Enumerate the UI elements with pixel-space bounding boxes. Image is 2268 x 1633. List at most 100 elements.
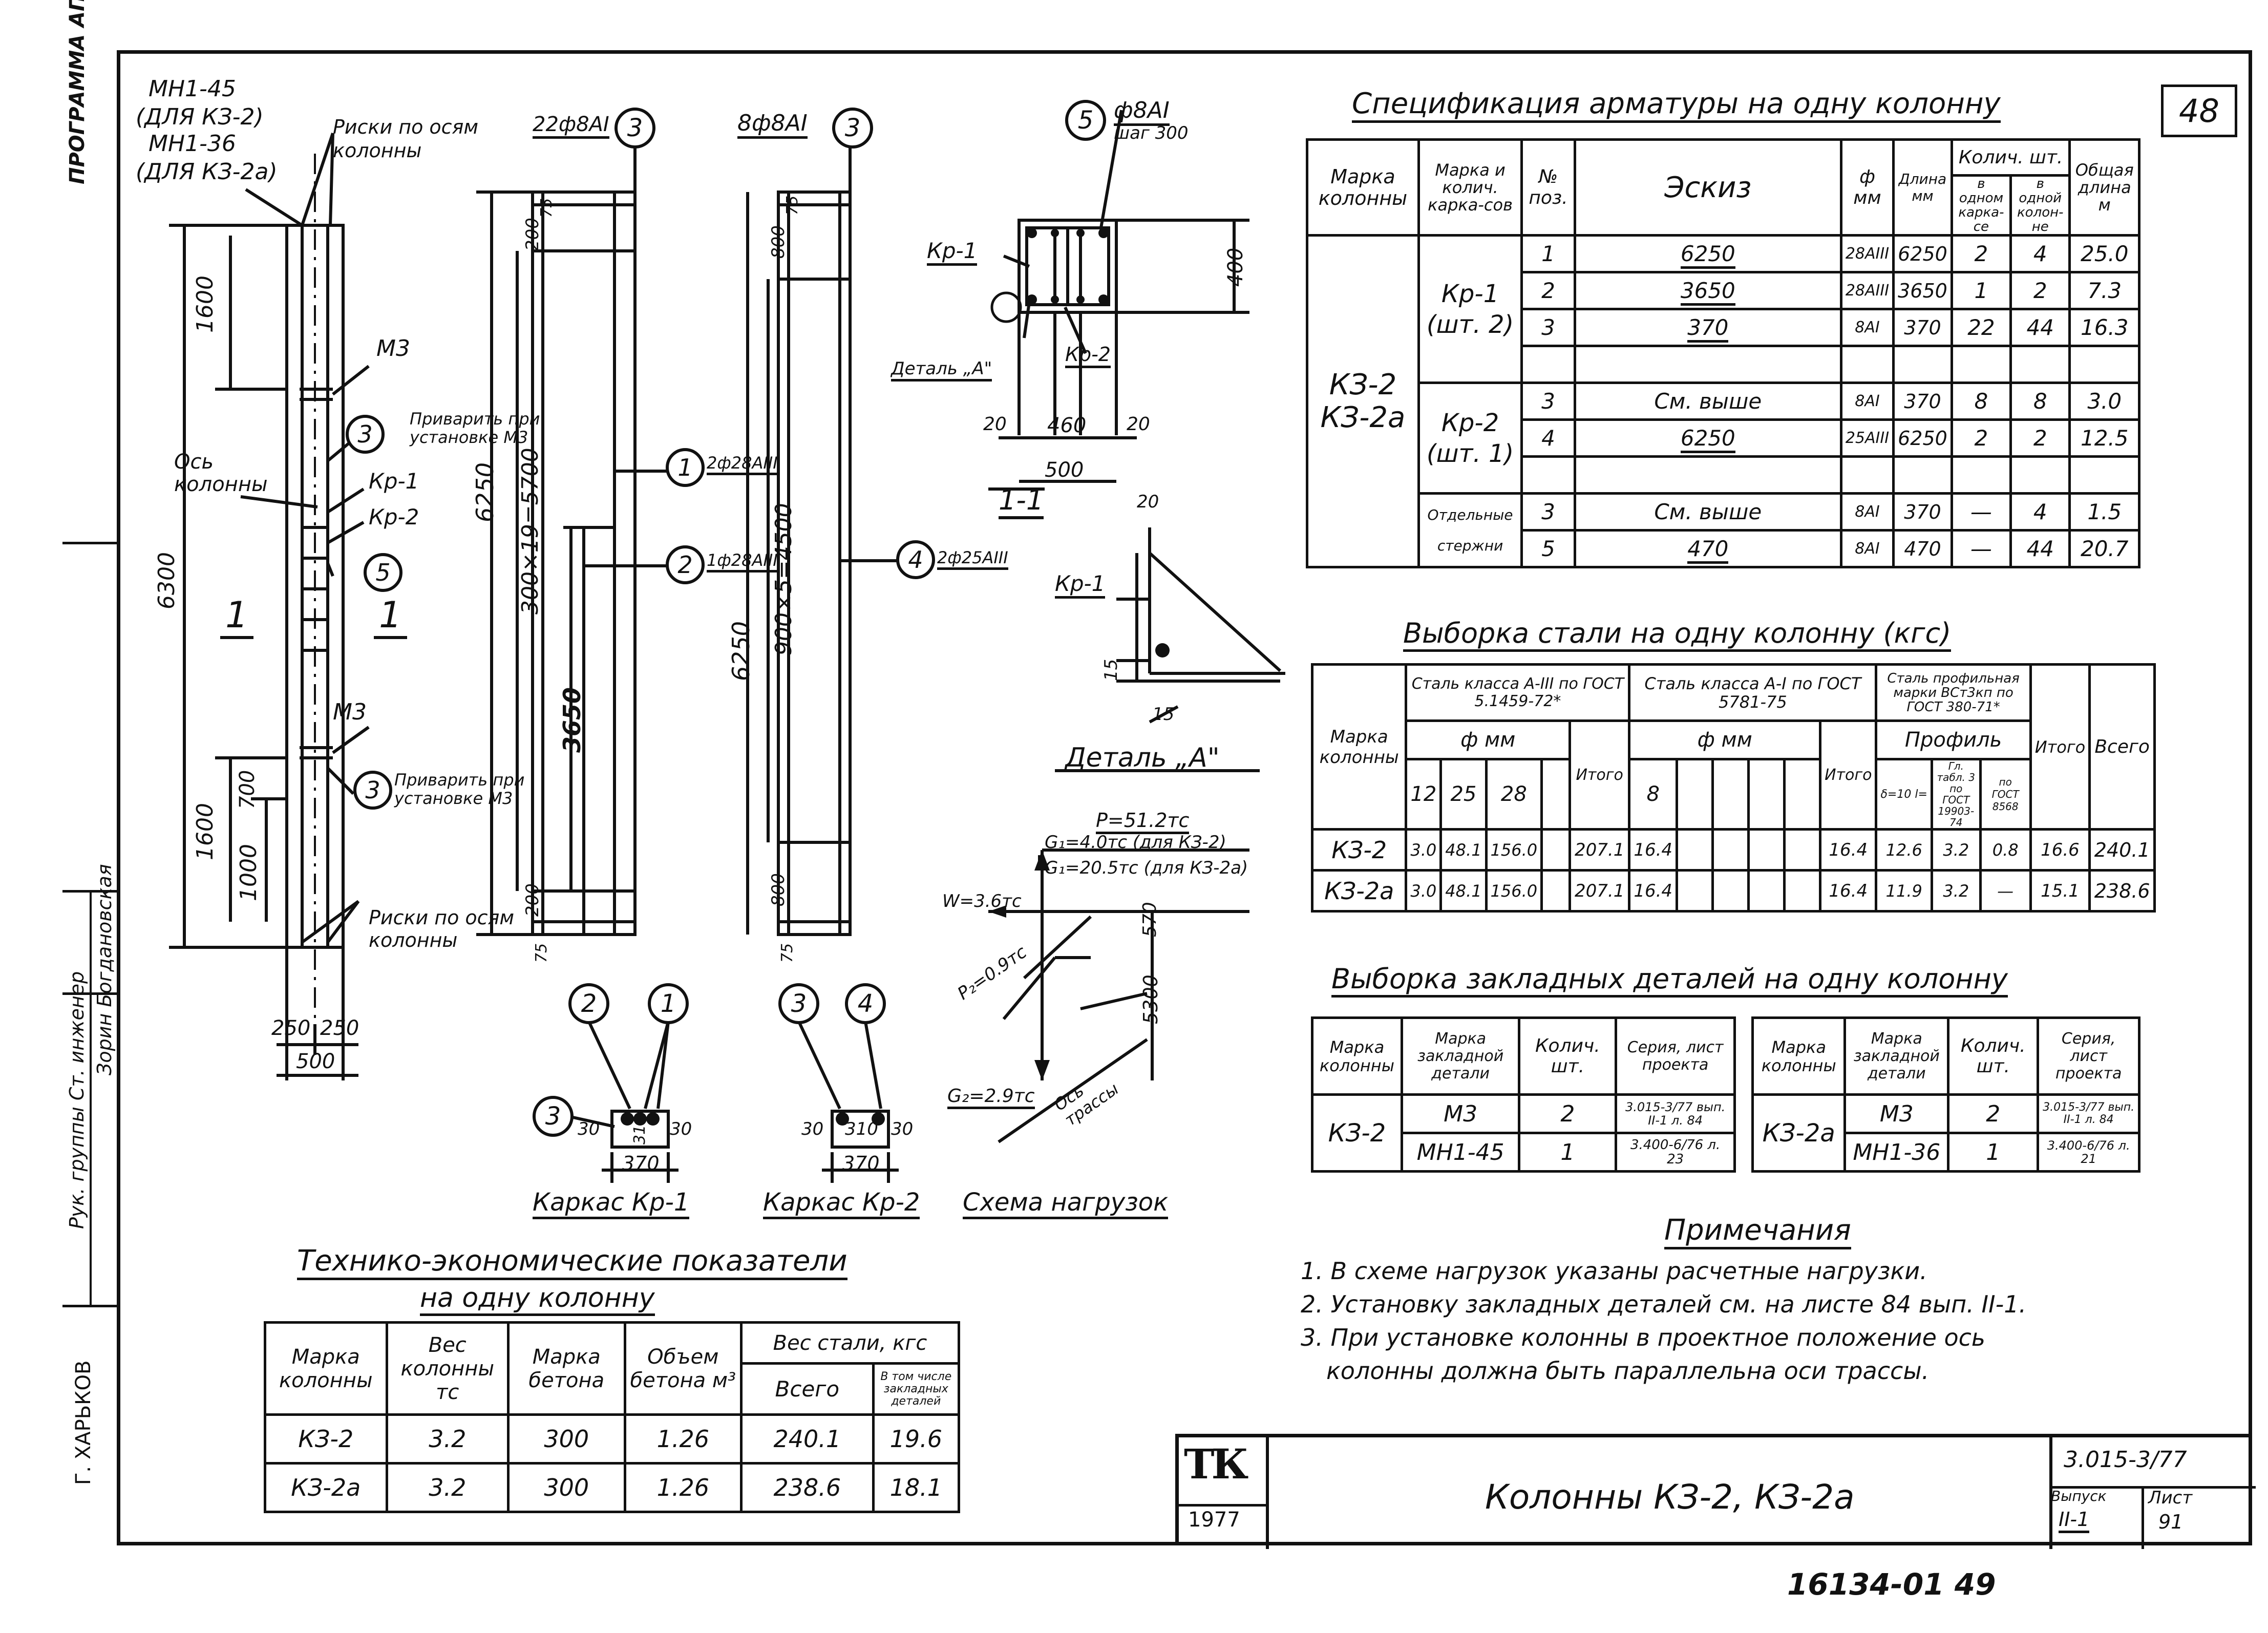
detail-title: Деталь „А" (1065, 743, 1220, 773)
axis-marks-top: Риски по осям колонны (333, 116, 479, 162)
kr2-sec-callout-3: 3 (778, 983, 819, 1024)
kr2-sec-dim-30-left: 30 (801, 1119, 824, 1139)
title-issue: II-1 (2059, 1508, 2090, 1533)
column-mark-2: (ДЛЯ КЗ-2) (136, 104, 264, 130)
load-g1a: G₁=4.0тс (для КЗ-2) (1045, 832, 1226, 853)
title-block (1175, 1434, 2256, 1549)
kr1-dim-5700: 300×19=5700 (517, 448, 543, 614)
title-text: Колонны КЗ-2, КЗ-2а (1485, 1477, 1855, 1517)
load-g2: G₂=2.9тс (947, 1086, 1035, 1109)
kr1-sec-callout-2: 2 (568, 983, 609, 1024)
dim-500: 500 (296, 1050, 335, 1073)
weld-bottom-label: Приварить при установке М3 (394, 770, 525, 808)
kr2-sec-callout-4: 4 (845, 983, 886, 1024)
kr1-sec-callout-1: 1 (648, 983, 689, 1024)
stamp-number: 16134-01 49 (1787, 1567, 1996, 1602)
kr1-callout-2: 2 (666, 545, 705, 584)
embedded-table-right: Марка колонны Марка закладной детали Кол… (1751, 1016, 2140, 1173)
kr1-dim-75-bottom: 75 (533, 943, 550, 963)
kr1-callout-1: 1 (666, 448, 705, 487)
embedded-title: Выборка закладных деталей на одну колонн… (1331, 963, 2008, 998)
sec-bar5: ф8АI (1114, 97, 1170, 126)
sec-detail: Деталь „А" (891, 358, 992, 381)
sec-dim-20-right: 20 (1127, 414, 1150, 435)
dim-6300: 6300 (154, 552, 180, 609)
note-4: колонны должна быть параллельна оси трас… (1326, 1357, 1930, 1385)
kr2-sec-dim-310: 310 (845, 1119, 878, 1139)
kr2-bars-top: 8ф8АI (737, 110, 808, 139)
kr1-sec-dim-30-right: 30 (670, 1119, 692, 1139)
sec-dim-20-left: 20 (983, 414, 1007, 435)
title-year: 1977 (1188, 1508, 1240, 1532)
kr1-title: Каркас Кр-1 (533, 1188, 690, 1219)
sec-dim-460: 460 (1047, 414, 1087, 437)
kr1-callout-3: 3 (614, 108, 655, 149)
detail-dim-20: 20 (1137, 492, 1159, 512)
sec-dim-500: 500 (1045, 458, 1084, 482)
load-title: Схема нагрузок (963, 1188, 1169, 1219)
kr1-sec-dim-310: 310 (631, 1115, 649, 1144)
title-issue-label: Выпуск (2051, 1488, 2107, 1504)
dim-250-left: 250 (271, 1016, 311, 1040)
kr2-callout-3: 3 (832, 108, 873, 149)
dim-1000: 1000 (236, 844, 262, 901)
dim-1600-bottom: 1600 (192, 803, 218, 860)
load-p: P=51.2тс (1096, 809, 1190, 834)
sec-callout-5: 5 (1065, 100, 1106, 141)
kr2-leader-label: Кр-2 (369, 504, 419, 529)
title-series: 3.015-3/77 (2064, 1447, 2187, 1473)
notes-title: Примечания (1664, 1214, 1851, 1249)
section-mark-left: 1 (220, 594, 253, 639)
section-mark-right: 1 (374, 594, 407, 639)
column-mark-4: (ДЛЯ КЗ-2а) (136, 159, 278, 185)
tei-title-1: Технико-экономические показатели (297, 1244, 847, 1280)
kr2-callout-4: 4 (896, 540, 935, 579)
kr1-dim-75-top: 75 (538, 198, 556, 218)
sec-step: шаг 300 (1114, 123, 1189, 143)
axis-marks-bottom: Риски по осям колонны (369, 906, 515, 951)
sec-kr1: Кр-1 (927, 238, 978, 266)
dim-700: 700 (236, 770, 259, 809)
kr1-bars-top: 22ф8АI (533, 113, 609, 139)
tei-title-2: на одну колонну (420, 1283, 655, 1316)
dim-250-right: 250 (320, 1016, 359, 1040)
kr1-leader-label: Кр-1 (369, 469, 419, 494)
note-1: 1. В схеме нагрузок указаны расчетные на… (1301, 1257, 1927, 1285)
note-2: 2. Установку закладных деталей см. на ли… (1301, 1290, 2027, 1318)
callout-3-bottom: 3 (353, 771, 392, 810)
kr1-dim-200-bottom: 200 (522, 883, 543, 917)
column-mark-3: МН1-36 (149, 131, 236, 157)
sec-title: 1-1 (999, 484, 1044, 519)
detail-dim-15-b: 15 (1152, 704, 1175, 725)
sec-kr2: Кр-2 (1065, 343, 1111, 368)
kr2-title: Каркас Кр-2 (763, 1188, 920, 1219)
steel-title: Выборка стали на одну колонну (кгс) (1403, 617, 1952, 652)
kr2-dim-4500: 900×5=4500 (771, 503, 797, 655)
load-g1b: G₁=20.5тс (для КЗ-2а) (1045, 858, 1248, 878)
kr2-dim-800-bottom: 800 (768, 873, 789, 906)
callout-5: 5 (364, 553, 402, 592)
tei-table: Марка колонны Вес колонны тс Марка бетон… (264, 1321, 961, 1513)
sheet-number: 48 (2161, 84, 2237, 137)
load-w: W=3.6тс (942, 891, 1022, 911)
side-strip (62, 50, 120, 1545)
m3-bottom-label: М3 (333, 699, 367, 725)
title-sheet: 91 (2158, 1511, 2184, 1533)
kr1-dim-200-top: 200 (522, 218, 543, 251)
steel-table: Марка колонны Сталь класса А-III по ГОСТ… (1310, 663, 2156, 913)
kr1-bar1: 2ф28АIII (707, 453, 778, 475)
kr2-bar4: 2ф25АIII (937, 548, 1008, 570)
kr1-sec-dim-30-left: 30 (578, 1119, 600, 1139)
kr2-sec-dim-30-right: 30 (891, 1119, 914, 1139)
spec-table: Марка колонны Марка и колич. карка-сов №… (1306, 138, 2140, 568)
kr1-bar2: 1ф28АIII (707, 550, 778, 572)
kr1-dim-6250: 6250 (471, 462, 499, 522)
sec-dim-400: 400 (1224, 247, 1247, 287)
kr1-sec-dim-370: 370 (622, 1152, 660, 1175)
kr2-dim-800-top: 800 (768, 225, 789, 259)
axis-label: Ось колонны (174, 450, 268, 496)
kr2-dim-75-top: 75 (783, 195, 801, 215)
weld-top-label: Приварить при установке М3 (410, 409, 540, 447)
tk-logo: ТК (1184, 1440, 1248, 1488)
callout-3-top: 3 (346, 415, 385, 454)
